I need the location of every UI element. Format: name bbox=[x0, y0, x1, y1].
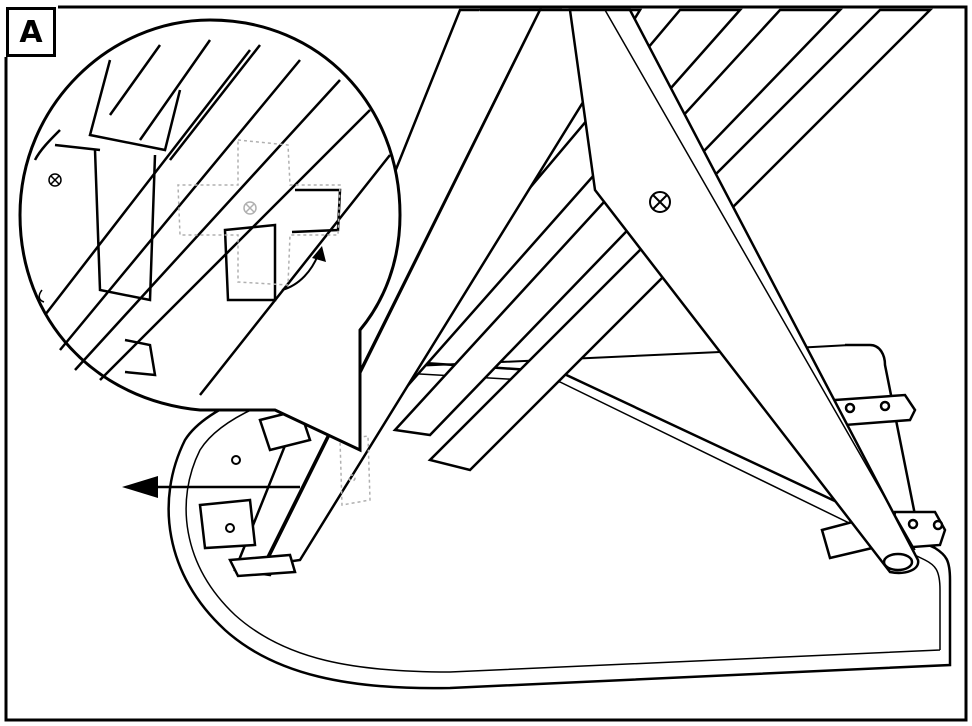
hidden-block-outline bbox=[177, 139, 341, 286]
frame-border bbox=[4, 5, 968, 722]
screw-icon bbox=[225, 191, 671, 533]
screw-icon bbox=[48, 173, 62, 187]
pull-arrow-icon bbox=[122, 476, 300, 498]
right-bracket bbox=[820, 343, 947, 560]
screw-icon bbox=[243, 201, 257, 215]
screw-side-mark bbox=[38, 289, 45, 303]
step-label: A bbox=[6, 7, 56, 57]
turn-arrow-icon bbox=[281, 246, 326, 291]
magnifier-callout bbox=[18, 18, 402, 453]
